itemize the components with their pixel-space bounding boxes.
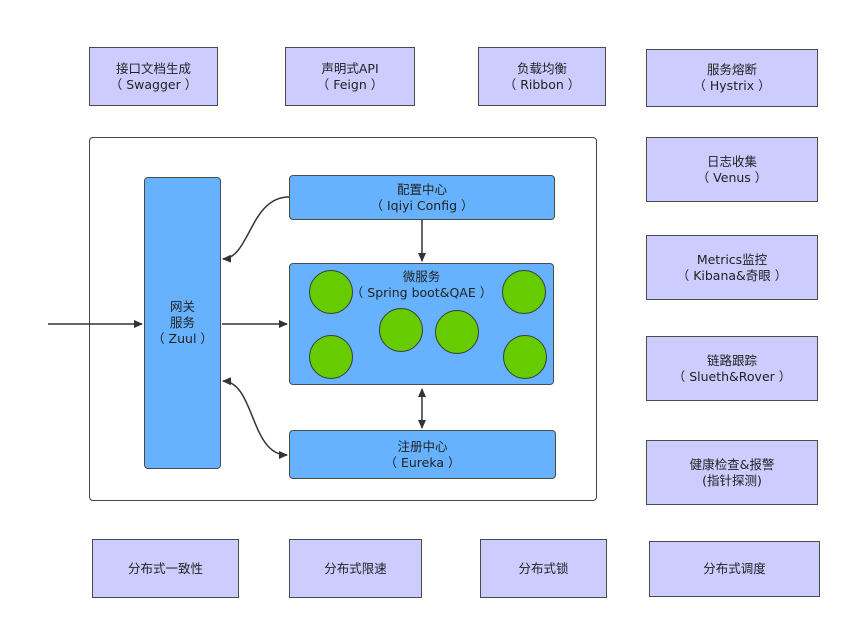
lock-box: 分布式锁 [480,539,607,598]
metrics-title: Metrics监控 [696,251,768,267]
lock-label: 分布式锁 [518,560,569,576]
microservice-title: 微服务 [402,269,441,284]
ribbon-title: 负载均衡 [516,60,567,76]
service-instance-1 [309,270,353,314]
gateway-title-2: 服务 [169,315,195,330]
config-center-box: 配置中心 （ Iqiyi Config ） [289,175,555,220]
swagger-title: 接口文档生成 [115,60,191,76]
service-instance-3 [379,308,423,352]
health-check-box: 健康检查&报警 (指针探测) [646,440,818,505]
ribbon-subtitle: （ Ribbon ） [503,76,581,92]
hystrix-subtitle: （ Hystrix ） [693,78,771,93]
health-check-subtitle: (指针探测) [702,472,762,488]
venus-subtitle: （ Venus ） [696,169,768,185]
gateway-title-1: 网关 [169,299,195,314]
rate-limit-label: 分布式限速 [324,560,387,576]
registry-title: 注册中心 [397,438,448,454]
metrics-box: Metrics监控 （ Kibana&奇眼 ） [646,235,818,300]
service-instance-2 [309,335,353,379]
venus-title: 日志收集 [706,153,757,169]
service-instance-4 [435,310,479,354]
consistency-box: 分布式一致性 [92,539,239,598]
registry-box: 注册中心 （ Eureka ） [289,430,556,479]
tracing-subtitle: （ Slueth&Rover ） [672,368,792,384]
consistency-label: 分布式一致性 [127,560,203,576]
config-to-gateway-curve [222,196,290,263]
tracing-box: 链路跟踪 （ Slueth&Rover ） [646,336,818,401]
swagger-box: 接口文档生成 （ Swagger ） [89,47,218,106]
gateway-registry-curve [222,377,288,459]
scheduling-label: 分布式调度 [703,561,766,576]
hystrix-title: 服务熔断 [706,62,757,77]
service-instance-6 [503,335,547,379]
health-check-title: 健康检查&报警 [689,456,775,472]
config-center-title: 配置中心 [396,181,447,197]
gateway-subtitle: （ Zuul ） [152,331,213,346]
service-instance-5 [502,270,546,314]
config-center-subtitle: （ Iqiyi Config ） [370,197,474,213]
feign-title: 声明式API [321,60,379,76]
rate-limit-box: 分布式限速 [289,539,422,598]
swagger-subtitle: （ Swagger ） [109,76,198,92]
hystrix-box: 服务熔断 （ Hystrix ） [646,49,818,107]
metrics-subtitle: （ Kibana&奇眼 ） [676,267,788,283]
microservice-subtitle: （ Spring boot&QAE ） [350,285,493,300]
registry-subtitle: （ Eureka ） [384,454,461,470]
feign-subtitle: （ Feign ） [316,76,384,92]
gateway-box: 网关 服务 （ Zuul ） [144,177,221,469]
tracing-title: 链路跟踪 [706,352,757,368]
scheduling-box: 分布式调度 [649,541,820,597]
feign-box: 声明式API （ Feign ） [285,47,415,106]
ribbon-box: 负载均衡 （ Ribbon ） [478,47,606,106]
venus-box: 日志收集 （ Venus ） [646,137,818,202]
